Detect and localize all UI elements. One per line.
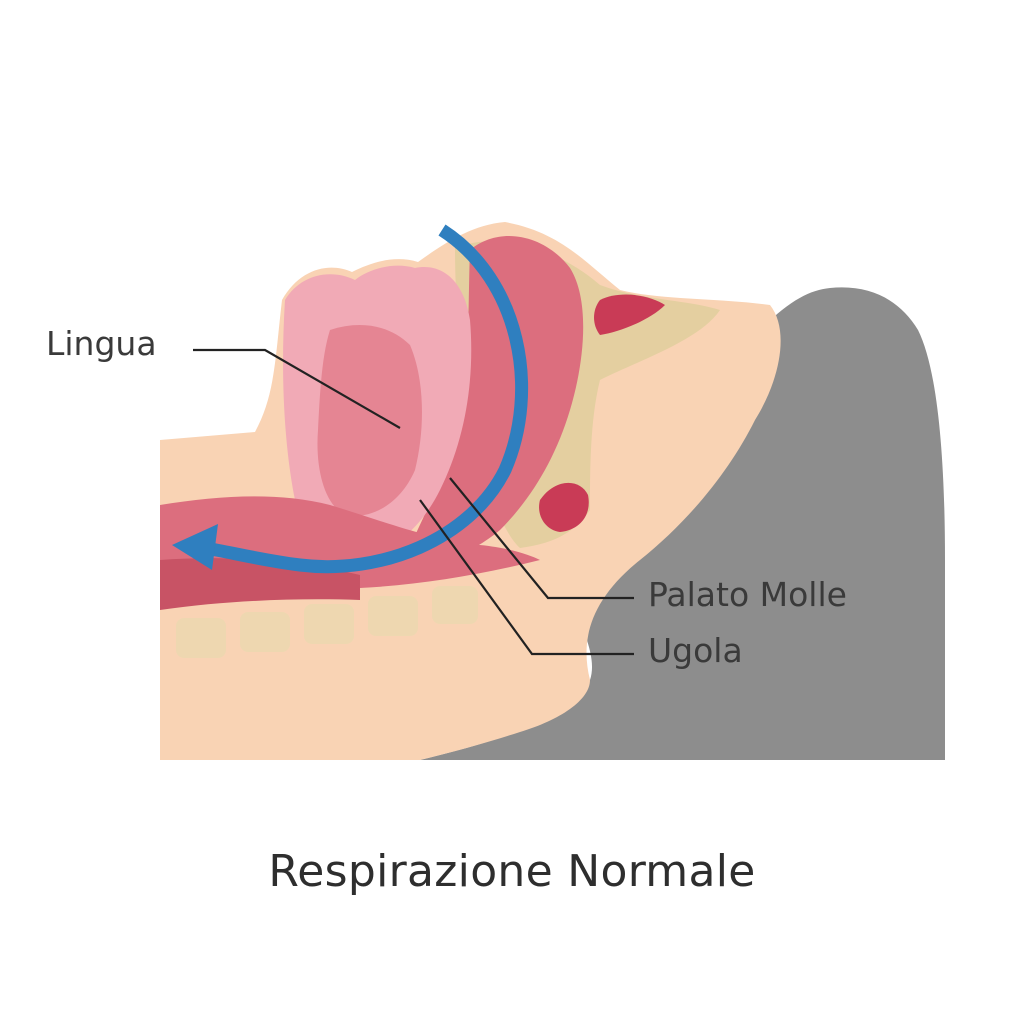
leader-lines [193,348,634,656]
label-lingua: Lingua [46,324,157,363]
pharynx-tissue [400,236,584,570]
spine-vertebrae [176,586,478,658]
leader-line-ugola [419,499,634,656]
airflow-arrowhead [172,524,218,570]
sinus-cavity-lower [539,482,589,532]
label-palato-molle: Palato Molle [648,575,847,614]
leader-line-lingua [193,348,401,429]
label-ugola: Ugola [648,631,743,670]
pillow [420,287,945,760]
caption: Respirazione Normale [268,846,756,897]
leader-line-palato-molle [449,477,634,600]
sinus-cavity-upper [594,294,665,335]
airflow-arrow [203,224,529,574]
oral-tissue-inner [317,325,422,516]
